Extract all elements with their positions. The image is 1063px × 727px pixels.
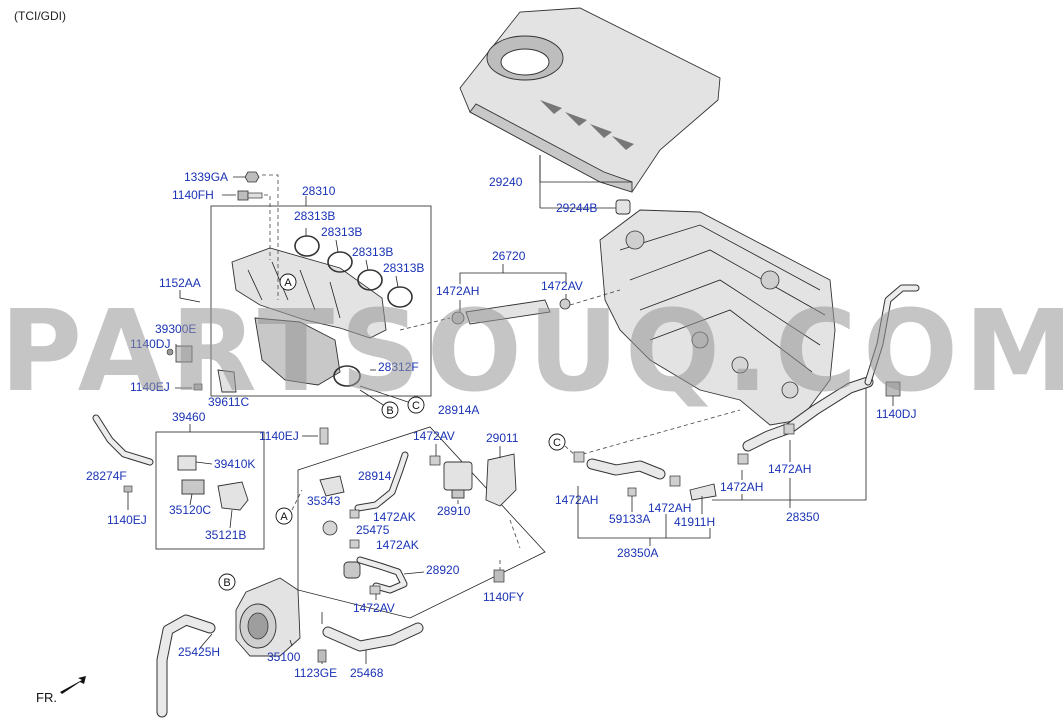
label-25475: 25475 [356, 523, 390, 537]
sensor-group-box [155, 431, 265, 550]
label-1472AK-1: 1472AK [373, 510, 416, 524]
label-1472AV-mid: 1472AV [413, 429, 455, 443]
label-29240: 29240 [489, 175, 523, 189]
gasket-28313B-2 [327, 251, 353, 273]
label-25425H: 25425H [178, 645, 220, 659]
ref-circle-B-top: B [386, 405, 393, 417]
ref-circle-C-top: C [412, 400, 420, 412]
sensor-35120C [181, 479, 205, 495]
label-35120C: 35120C [169, 503, 211, 517]
label-1140FH: 1140FH [172, 188, 214, 202]
label-28310: 28310 [302, 184, 336, 198]
gasket-28313B-3 [357, 269, 383, 291]
label-1140EJ-mid: 1140EJ [259, 429, 299, 443]
label-1472AH-d: 1472AH [768, 462, 811, 476]
label-39611C: 39611C [208, 395, 249, 409]
label-1140DJ-right: 1140DJ [876, 407, 916, 421]
label-26720: 26720 [492, 249, 526, 263]
gasket-28313B-4 [387, 286, 413, 308]
gasket-28313B-1 [294, 235, 320, 257]
label-28920: 28920 [426, 563, 460, 577]
label-28313B-4: 28313B [383, 261, 424, 275]
bracket-29011 [485, 453, 517, 507]
sensor-39300E [175, 345, 193, 363]
label-1472AH-a: 1472AH [555, 493, 598, 507]
hose-28350-upper [864, 284, 920, 386]
label-35121B: 35121B [205, 528, 246, 542]
intake-manifold-group-box [210, 205, 432, 397]
label-28914A: 28914A [438, 403, 479, 417]
connector-25475 [322, 520, 338, 536]
ref-circle-A-top: A [284, 277, 292, 289]
nut-1339GA [244, 171, 260, 183]
cylinder-head [599, 209, 836, 426]
label-41911H: 41911H [674, 515, 715, 529]
label-1123GE: 1123GE [294, 666, 337, 680]
label-59133A: 59133A [609, 512, 650, 526]
label-28313B-2: 28313B [321, 225, 362, 239]
label-1472AK-2: 1472AK [376, 538, 419, 552]
sensor-39410K [177, 455, 197, 471]
label-28312F: 28312F [378, 360, 419, 374]
label-1472AV-bot: 1472AV [353, 601, 395, 615]
engine-cover [459, 7, 721, 193]
ref-circle-B-bot: B [223, 577, 230, 589]
label-1140FY: 1140FY [483, 590, 524, 604]
front-direction-label: FR. [36, 690, 57, 705]
bolt-1140FY [493, 569, 505, 583]
label-29244B: 29244B [556, 201, 597, 215]
bolt-1140DJ-right [885, 381, 901, 397]
purge-group-box [297, 426, 546, 619]
label-28313B-3: 28313B [352, 245, 393, 259]
label-1339GA: 1339GA [184, 170, 228, 184]
label-1472AH-b: 1472AH [648, 501, 691, 515]
label-1472AV-top: 1472AV [541, 279, 583, 293]
label-1152AA: 1152AA [159, 276, 201, 290]
label-28914: 28914 [358, 469, 392, 483]
label-29011: 29011 [486, 431, 519, 445]
gasket-28312F [333, 365, 361, 387]
pcv-pipe-26720 [451, 298, 571, 325]
diagram-variant-label: (TCI/GDI) [14, 9, 66, 23]
label-1140EJ-left: 1140EJ [130, 380, 170, 394]
throttle-body-35100 [235, 577, 301, 657]
bracket-35343 [319, 475, 345, 497]
label-39300E: 39300E [155, 322, 196, 336]
ref-circle-A-mid: A [280, 511, 288, 523]
label-28313B-1: 28313B [294, 209, 335, 223]
bolt-1140FH [237, 190, 249, 201]
ref-circle-C-right: C [553, 437, 561, 449]
purge-valve-28910 [443, 461, 473, 499]
label-35100: 35100 [267, 650, 301, 664]
label-35343: 35343 [307, 494, 341, 508]
grommet-29244B [615, 199, 631, 215]
label-39460: 39460 [172, 410, 206, 424]
label-28350A: 28350A [617, 546, 658, 560]
label-28274F: 28274F [86, 469, 127, 483]
label-39410K: 39410K [214, 457, 255, 471]
label-28910: 28910 [437, 504, 471, 518]
label-1140EJ-lower: 1140EJ [107, 513, 147, 527]
label-25468: 25468 [350, 666, 384, 680]
connector-41911H [689, 483, 717, 501]
bracket-39611C [217, 369, 237, 393]
cap-35121B [217, 481, 249, 511]
label-1472AH-top: 1472AH [436, 284, 479, 298]
grommet-28920 [343, 561, 361, 579]
label-28350: 28350 [786, 510, 820, 524]
clip-59133A [627, 487, 637, 497]
label-1472AH-c: 1472AH [720, 480, 763, 494]
front-direction-arrow-icon [60, 676, 86, 694]
label-1140DJ-left: 1140DJ [130, 337, 170, 351]
intake-manifold [231, 247, 387, 386]
